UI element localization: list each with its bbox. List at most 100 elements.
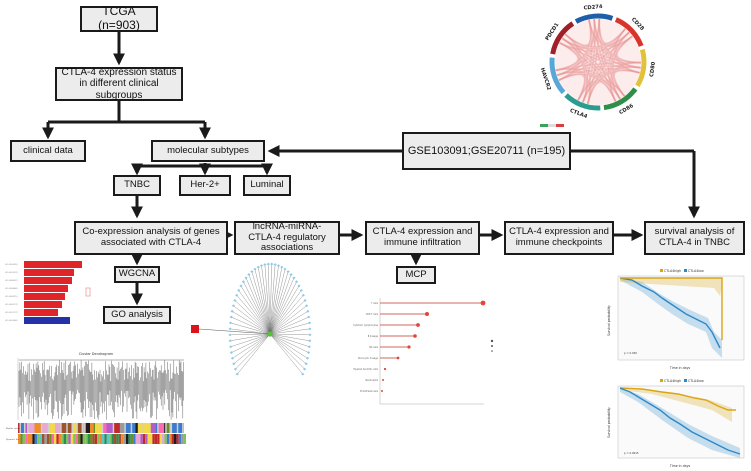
svg-text:GO:0050776: GO:0050776	[5, 304, 18, 306]
chord-link	[556, 31, 630, 77]
lncrna-node	[235, 293, 239, 297]
km-bottom-ylabel: Survival probability	[607, 407, 611, 438]
lncrna-node	[247, 273, 251, 276]
chord-link	[610, 31, 630, 100]
chord-link	[577, 28, 626, 101]
lncrna-node	[237, 288, 241, 292]
chord-link	[555, 42, 579, 72]
lncrna-node	[307, 345, 311, 349]
chord-link	[555, 61, 642, 72]
lncrna-node	[230, 356, 235, 360]
lncrna-node	[266, 262, 270, 266]
lncrna-node	[294, 280, 299, 284]
wgcna-dendrogram-thumbnail: Cluster Dendrogram Module colorsDynamic …	[6, 352, 186, 444]
chord-link	[613, 28, 640, 74]
chord-link	[587, 81, 617, 104]
chord-arc-cd274	[574, 13, 614, 24]
chord-link	[555, 28, 626, 72]
chord-link	[555, 67, 625, 97]
chord-link	[564, 33, 642, 64]
chord-arc-ctla4	[564, 93, 601, 111]
chord-link	[593, 19, 641, 69]
her2-box: Her-2+	[179, 175, 231, 196]
km-bottom-legend-high: CTLA4high	[664, 379, 681, 383]
chord-link	[577, 19, 593, 101]
mcp-box: MCP	[396, 266, 436, 284]
chord-link	[561, 19, 596, 48]
chord-label-ctla4: CTLA4	[569, 108, 589, 120]
chord-link	[582, 80, 621, 103]
lncrna-node	[233, 298, 237, 302]
lncrna-node	[232, 362, 236, 366]
lncrna-node	[306, 351, 311, 354]
svg-text:T cells: T cells	[371, 302, 379, 305]
km-plot-bottom: CTLA4high CTLA4low Survival probability …	[607, 379, 745, 468]
lncrna-node	[303, 367, 307, 371]
lncrna-node	[239, 284, 243, 288]
svg-text:GO:0002682: GO:0002682	[5, 320, 18, 322]
lncrna-node	[233, 367, 237, 371]
svg-text:GO:0045321: GO:0045321	[5, 280, 18, 282]
lncrna-node	[301, 293, 305, 297]
chord-arc-cd28	[614, 17, 644, 48]
lncrna-node	[273, 263, 277, 266]
survival-analysis-box: survival analysis of CTLA-4 in TNBC	[644, 221, 745, 255]
svg-text:NK cells: NK cells	[369, 346, 379, 349]
lncrna-network-thumbnail	[191, 262, 312, 376]
chord-link	[588, 19, 617, 102]
svg-text:B lineage: B lineage	[368, 335, 379, 338]
chord-link	[611, 66, 641, 100]
chord-link	[564, 33, 625, 97]
svg-text:GO:0006955: GO:0006955	[5, 264, 18, 266]
km-top-legend-high: CTLA4high	[664, 269, 681, 273]
chord-arc-pdcd1	[550, 21, 575, 55]
lncrna-node	[286, 270, 290, 274]
ctla4-status-box: CTLA-4 expression status in different cl…	[55, 67, 183, 101]
chord-link	[598, 18, 642, 64]
lncrna-node	[304, 362, 308, 366]
chord-link	[558, 73, 617, 102]
chord-link	[577, 79, 625, 101]
lncrna-node	[280, 265, 284, 269]
lncrna-node	[256, 265, 260, 269]
chord-arc-cd86	[603, 87, 638, 111]
chord-link	[587, 35, 633, 104]
chord-link	[612, 35, 633, 97]
svg-text:Neutrophils: Neutrophils	[365, 379, 378, 382]
chord-link	[559, 42, 617, 102]
chord-link	[613, 69, 640, 97]
lncrna-node	[283, 267, 287, 271]
chord-link	[556, 19, 596, 77]
chord-arc-cd80	[635, 48, 647, 88]
km-plot-top: CTLA4high CTLA4low Survival probability …	[607, 269, 745, 370]
svg-text:Myeloid dendritic cells: Myeloid dendritic cells	[354, 368, 379, 371]
lncrna-node	[289, 273, 293, 276]
chord-link	[556, 71, 588, 103]
mirna-node	[267, 331, 273, 337]
lncrna-node	[297, 284, 301, 288]
km-bottom-legend-low: CTLA4low	[688, 379, 704, 383]
chord-link	[588, 19, 640, 74]
lncrna-node	[228, 327, 232, 331]
chord-link	[556, 71, 621, 100]
chord-link	[593, 19, 630, 46]
tnbc-box: TNBC	[113, 175, 161, 196]
lncrna-node	[229, 351, 234, 354]
tcga-box: TCGA (n=903)	[80, 4, 158, 32]
km-top-pvalue: p = 0.030	[624, 351, 637, 355]
lncrna-node	[244, 276, 248, 280]
chord-link	[558, 73, 586, 101]
wgcna-box: WGCNA	[114, 266, 160, 283]
dendrogram-title: Cluster Dendrogram	[79, 352, 114, 356]
chord-link	[564, 19, 592, 46]
chord-link	[561, 37, 589, 103]
lncrna-node	[299, 288, 303, 292]
svg-text:Dynamic Tree: Dynamic Tree	[6, 438, 20, 441]
chord-link	[555, 19, 592, 72]
lncrna-node	[228, 339, 232, 343]
chord-label-havcr2: HAVCR2	[539, 67, 552, 92]
km-top-legend-low: CTLA4low	[688, 269, 704, 273]
lncrna-node	[276, 264, 281, 267]
svg-text:Endothelial cells: Endothelial cells	[360, 390, 379, 393]
svg-text:Cytotoxic lymphocytes: Cytotoxic lymphocytes	[353, 324, 379, 327]
